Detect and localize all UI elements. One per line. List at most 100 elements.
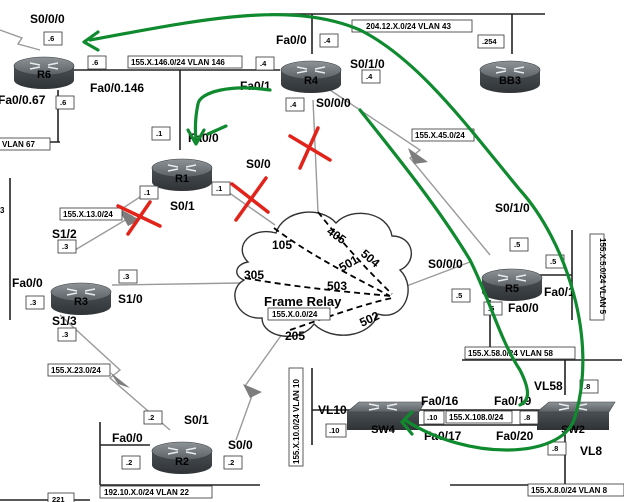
svg-text:.4: .4 xyxy=(366,72,373,81)
svg-text:.2: .2 xyxy=(126,458,132,467)
router-r6-name: R6 xyxy=(37,69,51,81)
sw4-fa016-label: Fa0/16 xyxy=(421,394,459,408)
svg-text:.3: .3 xyxy=(30,298,36,307)
green-mark-r1 xyxy=(206,124,228,136)
subnet-vlan43: 204.12.X.0/24 VLAN 43 xyxy=(351,19,473,33)
r5-fa01-label: Fa0/1 xyxy=(544,285,575,299)
dlci-205: 205 xyxy=(285,329,305,343)
dlci-503: 503 xyxy=(327,279,347,293)
svg-text:155.X.10.0/24 VLAN 10: 155.X.10.0/24 VLAN 10 xyxy=(292,379,301,464)
r4-s010-label: S0/1/0 xyxy=(350,57,385,71)
host-bottom-left-cut: 221 xyxy=(47,492,75,502)
svg-text:221: 221 xyxy=(52,495,65,502)
svg-text:.10: .10 xyxy=(427,413,437,422)
svg-text:.4: .4 xyxy=(290,100,297,109)
router-r1-icon xyxy=(151,158,213,191)
svg-text:.8: .8 xyxy=(552,444,558,453)
router-bb3-icon xyxy=(479,60,541,93)
router-r3-name: R3 xyxy=(74,296,88,308)
svg-text:.6: .6 xyxy=(48,34,54,43)
svg-text:.4: .4 xyxy=(324,36,331,45)
host-r3-bottom: .3 xyxy=(57,327,77,342)
sw2-vl8-label: VL8 xyxy=(580,444,602,458)
router-r5-name: R5 xyxy=(505,283,519,295)
subnet-vlan22: 192.10.X.0/24 VLAN 22 xyxy=(99,485,213,499)
router-r4-name: R4 xyxy=(304,75,319,87)
svg-text:204.12.X.0/24 VLAN 43: 204.12.X.0/24 VLAN 43 xyxy=(366,22,451,31)
router-r2-name: R2 xyxy=(175,456,189,468)
subnet-net23: 155.X.23.0/24 xyxy=(47,363,111,377)
svg-text:3: 3 xyxy=(0,206,5,215)
red-x-r4-s000 xyxy=(288,126,332,170)
subnet-net13: 155.X.13.0/24 xyxy=(59,207,123,221)
subnet-net5: 155.X.5.0/24 VLAN 5 xyxy=(589,233,607,321)
router-r6-icon xyxy=(13,56,75,89)
svg-text:.1: .1 xyxy=(216,184,222,193)
host-r4-top: .4 xyxy=(319,33,339,48)
sw2-vl58-label: VL58 xyxy=(534,379,563,393)
r2-s01-label: S0/1 xyxy=(184,413,209,427)
r3-s12-label: S1/2 xyxy=(52,227,77,241)
interface-labels: S0/0/0 Fa0/0.67 Fa0/0.146 Fa0/0 S0/1/0 F… xyxy=(0,12,602,458)
r2-fa00-label: Fa0/0 xyxy=(112,431,143,445)
host-r4-bottom: .4 xyxy=(285,97,305,112)
host-r5-top: .5 xyxy=(509,237,529,252)
r6-fa00146-label: Fa0/0.146 xyxy=(90,81,144,95)
subnet-net108: 155.X.108.0/24 xyxy=(445,410,513,424)
svg-text:.3: .3 xyxy=(62,242,68,251)
svg-text:.5: .5 xyxy=(550,257,556,266)
r3-s13-label: S1/3 xyxy=(52,314,77,328)
r5-s000-left-label: S0/0/0 xyxy=(428,257,463,271)
svg-text:.1: .1 xyxy=(156,129,162,138)
svg-text:155.X.8.0/24 VLAN 8: 155.X.8.0/24 VLAN 8 xyxy=(531,486,608,495)
svg-text:.8: .8 xyxy=(524,413,530,422)
host-sw2-right: .8 xyxy=(579,379,599,394)
host-address-boxes: .6 .6 .6 .4 .4 .4 .4 .254 .1 .1 .1 .3 .3… xyxy=(25,31,599,502)
host-r1-left: .1 xyxy=(139,185,159,200)
svg-text:.6: .6 xyxy=(92,58,98,67)
subnet-vlan146: 155.X.146.0/24 VLAN 146 xyxy=(127,55,243,69)
host-r2-left: .2 xyxy=(121,455,141,470)
svg-text:.2: .2 xyxy=(228,458,234,467)
router-bb3-name: BB3 xyxy=(499,75,521,87)
host-r4-left: .4 xyxy=(255,56,275,71)
svg-text:.6: .6 xyxy=(60,98,66,107)
host-r6-top: .6 xyxy=(43,31,63,46)
frame-relay-label: Frame Relay xyxy=(264,294,342,309)
sw4-fa017-label: Fa0/17 xyxy=(424,429,462,443)
svg-text:VLAN 67: VLAN 67 xyxy=(2,140,35,149)
red-x-r1-s00 xyxy=(230,176,270,222)
host-sw4-left: .10 xyxy=(325,423,347,438)
host-r1-top: .1 xyxy=(151,126,171,141)
sw4-vl10-label: VL10 xyxy=(318,403,347,417)
router-r2-icon xyxy=(151,441,213,474)
red-x-r1-r3 xyxy=(116,200,162,236)
host-sw4-right: .10 xyxy=(423,410,445,425)
green-arrowhead-sw4 xyxy=(400,410,414,436)
svg-text:.10: .10 xyxy=(329,426,339,435)
host-r3-left: .3 xyxy=(25,295,45,310)
r5-s010-label: S0/1/0 xyxy=(495,201,530,215)
host-r4-s010: .4 xyxy=(361,69,381,84)
host-r2-top: .2 xyxy=(143,410,163,425)
switch-sw2-icon xyxy=(536,401,616,430)
svg-text:.1: .1 xyxy=(144,188,150,197)
switch-sw4-icon xyxy=(346,401,426,430)
svg-text:.3: .3 xyxy=(123,272,129,281)
svg-text:.5: .5 xyxy=(456,291,462,300)
router-r4-icon xyxy=(280,60,342,93)
svg-text:155.X.13.0/24: 155.X.13.0/24 xyxy=(63,210,113,219)
switch-sw4-name: SW4 xyxy=(371,424,396,436)
host-sw2-bottom: .8 xyxy=(547,441,567,456)
r4-fa00-label: Fa0/0 xyxy=(276,33,307,47)
svg-text:.8: .8 xyxy=(584,382,590,391)
host-r3-right: .3 xyxy=(118,269,138,284)
red-x-annotations xyxy=(116,126,332,236)
subnet-vlan58: 155.X.58.0/24 VLAN 58 xyxy=(464,346,576,360)
svg-text:155.X.146.0/24 VLAN 146: 155.X.146.0/24 VLAN 146 xyxy=(131,58,225,67)
green-path-annotations xyxy=(82,13,585,452)
svg-text:155.X.5.0/24 VLAN 5: 155.X.5.0/24 VLAN 5 xyxy=(598,238,607,315)
subnet-fr: 155.X.0.0/24 xyxy=(267,307,331,321)
svg-text:155.X.45.0/24: 155.X.45.0/24 xyxy=(415,131,465,140)
